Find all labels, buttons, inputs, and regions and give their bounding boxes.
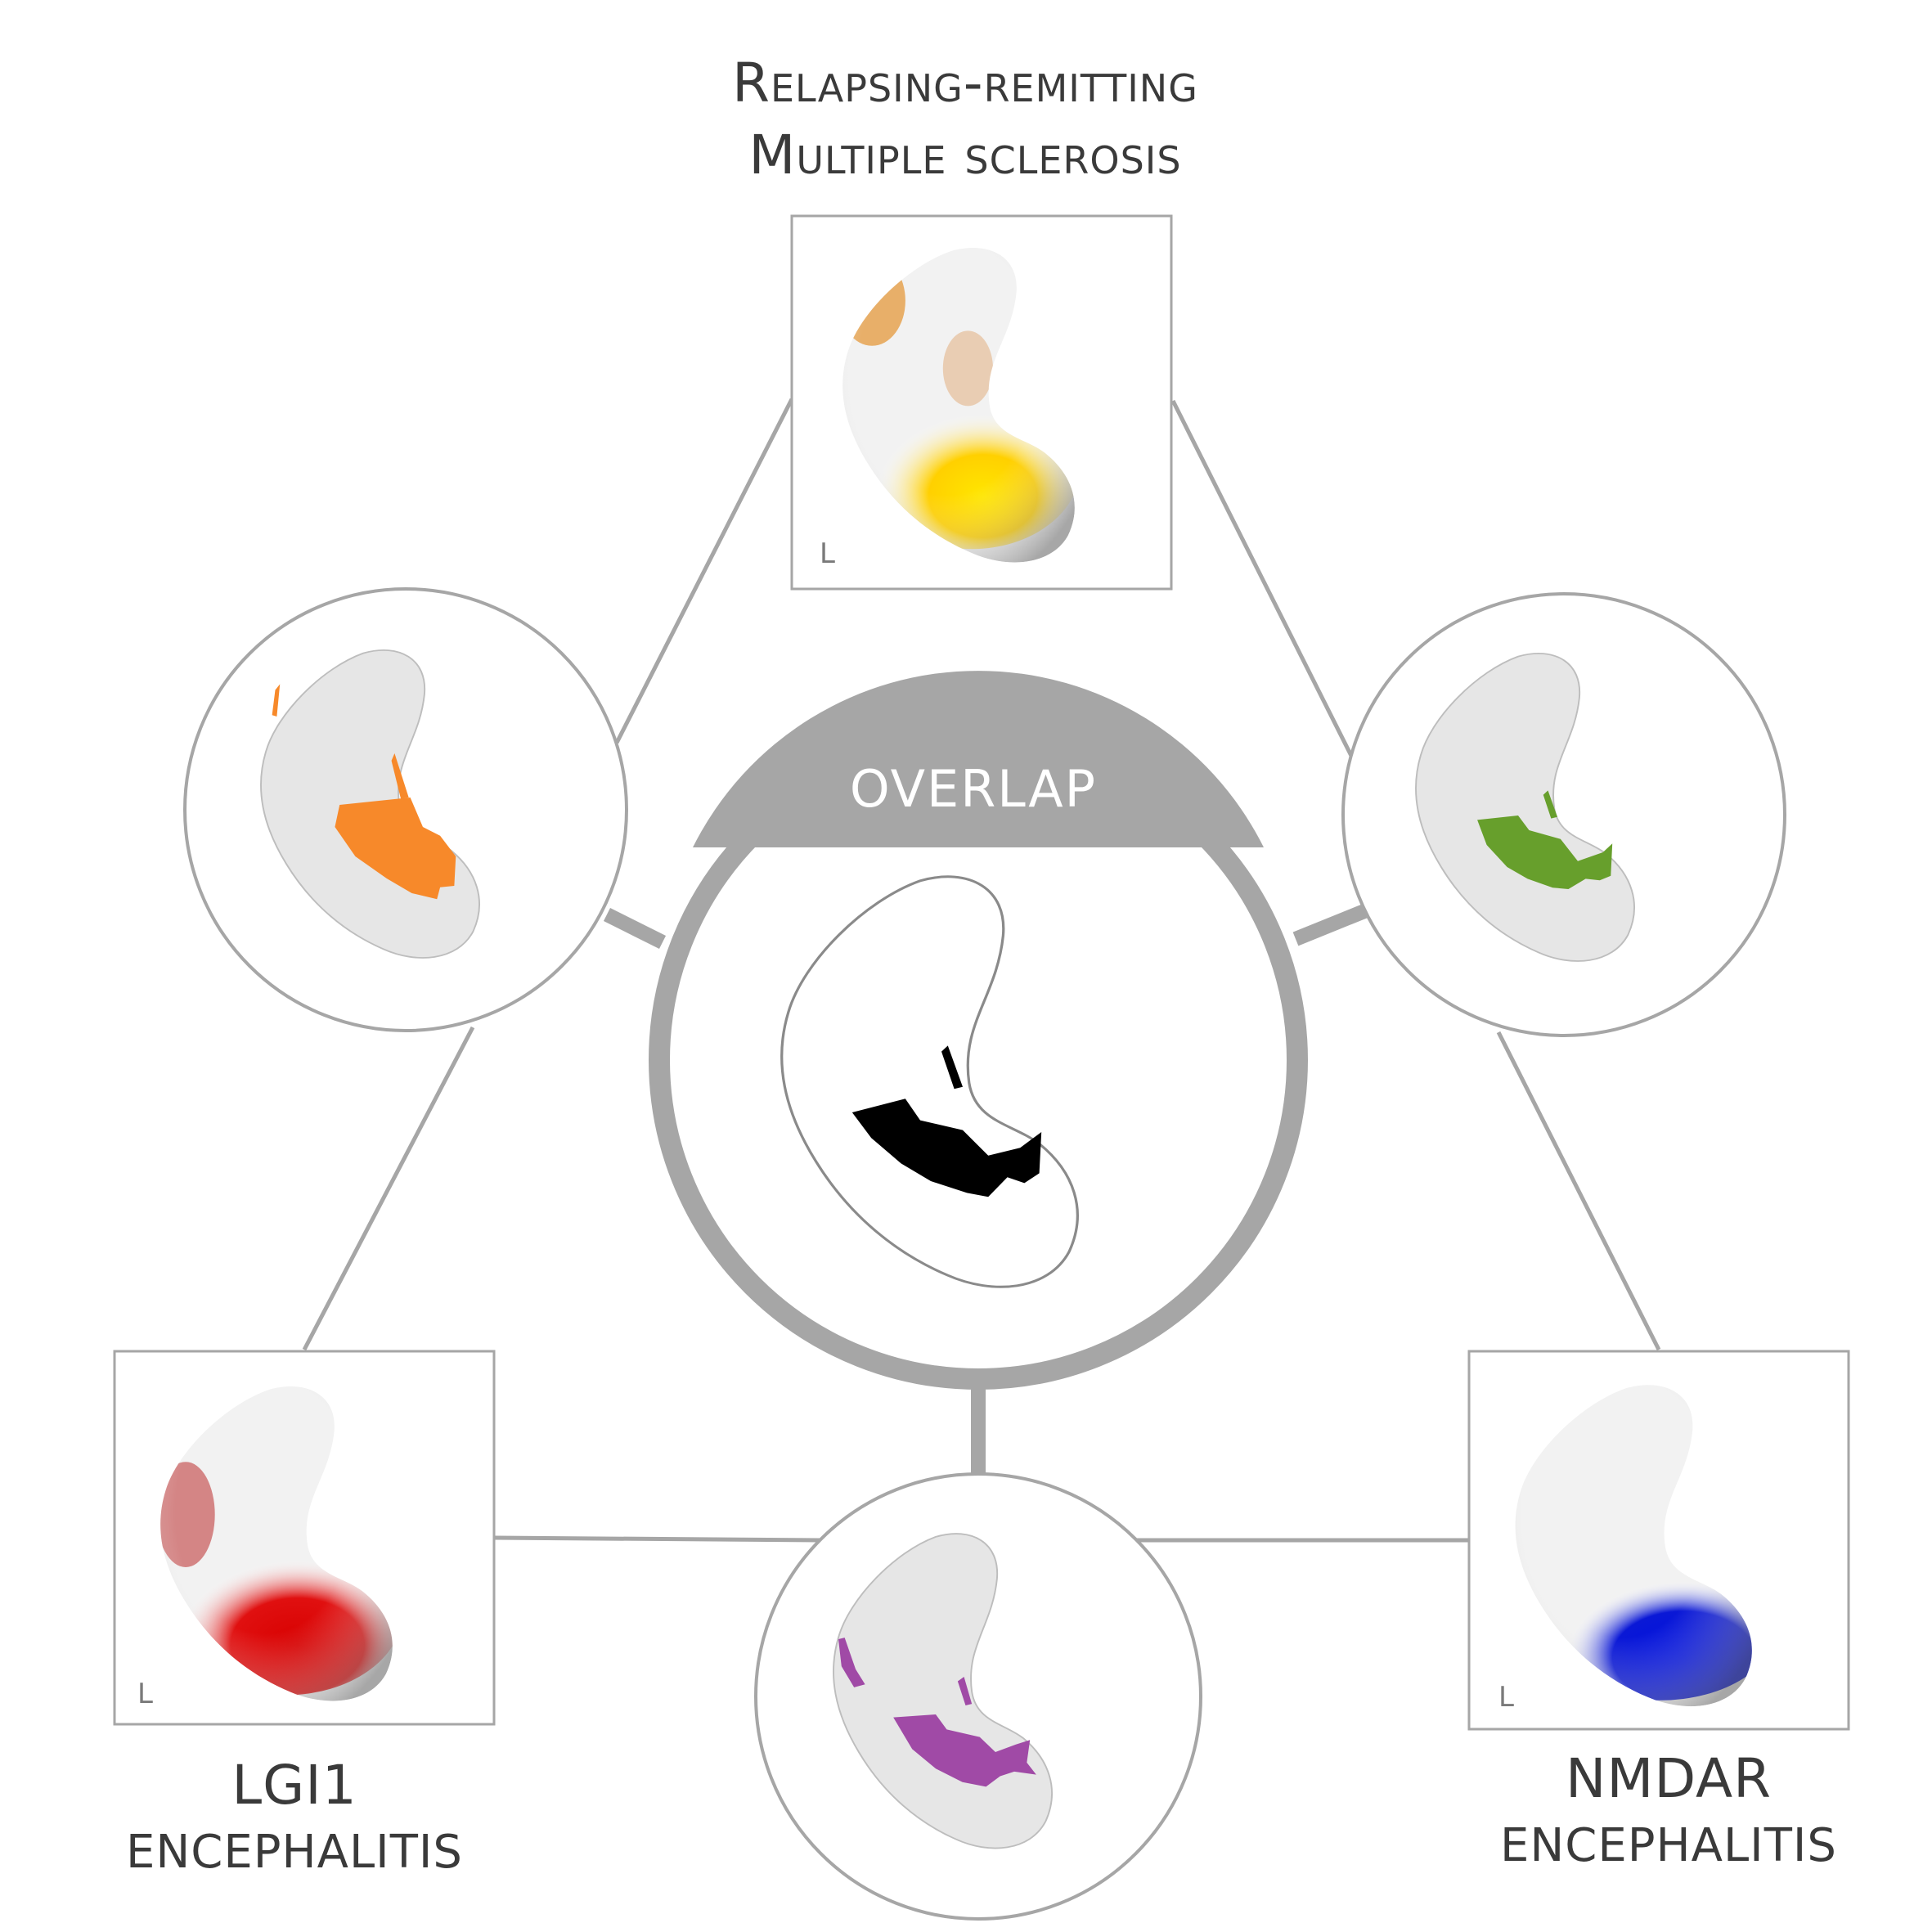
title-lgi1-encephalitis: LGI1 ENCEPHALITIS bbox=[90, 1750, 499, 1885]
panel-lgi1: L bbox=[113, 1350, 496, 1726]
title-line-2: ENCEPHALITIS bbox=[126, 1826, 463, 1879]
center-overlap bbox=[649, 671, 1308, 1390]
circle-green bbox=[1341, 592, 1786, 1037]
circle-purple bbox=[754, 1472, 1202, 1921]
panel-marker: L bbox=[137, 1678, 153, 1710]
hippocampus-mask-green bbox=[1415, 652, 1635, 962]
hippocampus-mask-orange bbox=[260, 649, 480, 959]
overlap-region bbox=[851, 1099, 1042, 1197]
panel-marker: L bbox=[820, 537, 835, 570]
title-line-2: Multiple sclerosis bbox=[748, 124, 1182, 186]
overlap-label: OVERLAP bbox=[849, 759, 1098, 819]
title-relapsing-remitting-ms: Relapsing-remitting Multiple sclerosis bbox=[556, 47, 1374, 191]
circle-orange bbox=[183, 587, 628, 1032]
connector-lines bbox=[302, 398, 1661, 1543]
panel-ms: L bbox=[790, 214, 1173, 591]
title-line-1: Relapsing-remitting bbox=[732, 52, 1198, 115]
title-nmdar-encephalitis: NMDAR ENCEPHALITIS bbox=[1456, 1744, 1881, 1878]
title-line-1: LGI1 bbox=[231, 1754, 357, 1817]
title-line-2: ENCEPHALITIS bbox=[1500, 1819, 1837, 1872]
overlap-header bbox=[693, 671, 1264, 847]
hippocampus-overlap-outline bbox=[780, 875, 1079, 1288]
title-line-1: NMDAR bbox=[1566, 1747, 1772, 1810]
center-spokes bbox=[603, 904, 1368, 1477]
panel-nmdar: L bbox=[1467, 1350, 1850, 1731]
panel-marker: L bbox=[1498, 1681, 1514, 1714]
hippocampus-mask-purple bbox=[833, 1533, 1053, 1849]
